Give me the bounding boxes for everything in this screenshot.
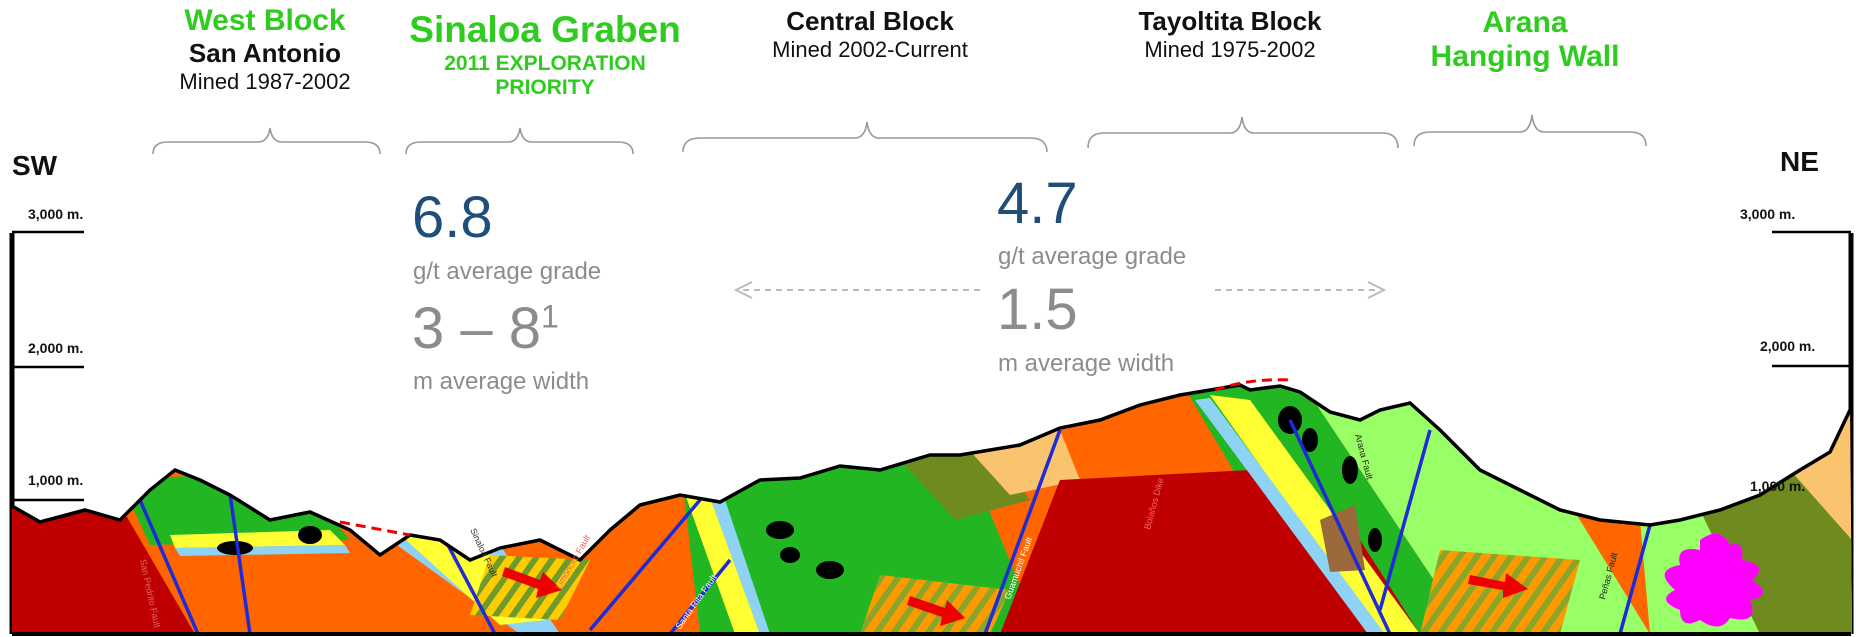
block-brackets [152,114,1647,155]
arana-title-1: Arana [1482,6,1568,39]
right-grade-value: 4.7 [997,171,1078,236]
ne-label: NE [1780,146,1819,177]
elev-2000-right: 2,000 m. [1760,338,1816,354]
right-width-value: 1.5 [997,277,1078,342]
elev-3000-right: 3,000 m. [1740,206,1796,222]
trend-arrows [502,567,1528,626]
west-block-subtitle: San Antonio [188,38,342,68]
west-bracket [152,127,381,155]
right-width-label: m average width [998,350,1175,377]
central-block-note: Mined 2002-Current [772,37,968,62]
left-width-footnote: 1 [541,298,559,335]
west-block-title: West Block [184,4,346,37]
terrain-outline [11,383,1852,563]
sinaloa-graben-title: Sinaloa Graben [409,9,681,50]
tayoltita-bracket [1087,116,1399,149]
tayoltita-block-label: Tayoltita Block Mined 1975-2002 [1110,6,1350,63]
tayoltita-block-note: Mined 1975-2002 [1144,37,1316,62]
central-block-label: Central Block Mined 2002-Current [740,6,1000,63]
tayoltita-block-title: Tayoltita Block [1138,6,1322,36]
geology-body [12,385,1852,634]
left-width-value: 3 – 81 [412,295,559,362]
sinaloa-bracket [405,127,634,155]
west-block-note: Mined 1987-2002 [179,69,351,94]
left-width-label: m average width [413,368,590,395]
central-block-title: Central Block [786,6,954,36]
arana-title-2: Hanging Wall [1430,40,1620,73]
left-grade-value: 6.8 [412,185,493,250]
left-width-range: 3 – 8 [412,296,541,361]
arana-bracket [1413,114,1647,147]
central-bracket [682,121,1048,153]
elev-1000-left: 1,000 m. [28,472,84,488]
elev-2000-left: 2,000 m. [28,340,84,356]
sinaloa-graben-note-2: PRIORITY [495,76,595,99]
right-grade-label: g/t average grade [998,243,1187,270]
elev-3000-left: 3,000 m. [28,206,84,222]
left-grade-label: g/t average grade [413,258,602,285]
elev-1000-right: 1,000 m. [1750,478,1806,494]
sinaloa-graben-note-1: 2011 EXPLORATION [444,52,646,75]
eroded-projection-west [339,520,411,537]
sinaloa-graben-label: Sinaloa Graben 2011 EXPLORATION PRIORITY [400,8,690,100]
grade-comparison-arrow [733,281,1387,299]
arana-hanging-wall-label: Arana Hanging Wall [1400,6,1650,74]
sw-label: SW [12,150,58,181]
eroded-projection-east [1214,378,1291,392]
west-block-label: West Block San Antonio Mined 1987-2002 [150,4,380,95]
